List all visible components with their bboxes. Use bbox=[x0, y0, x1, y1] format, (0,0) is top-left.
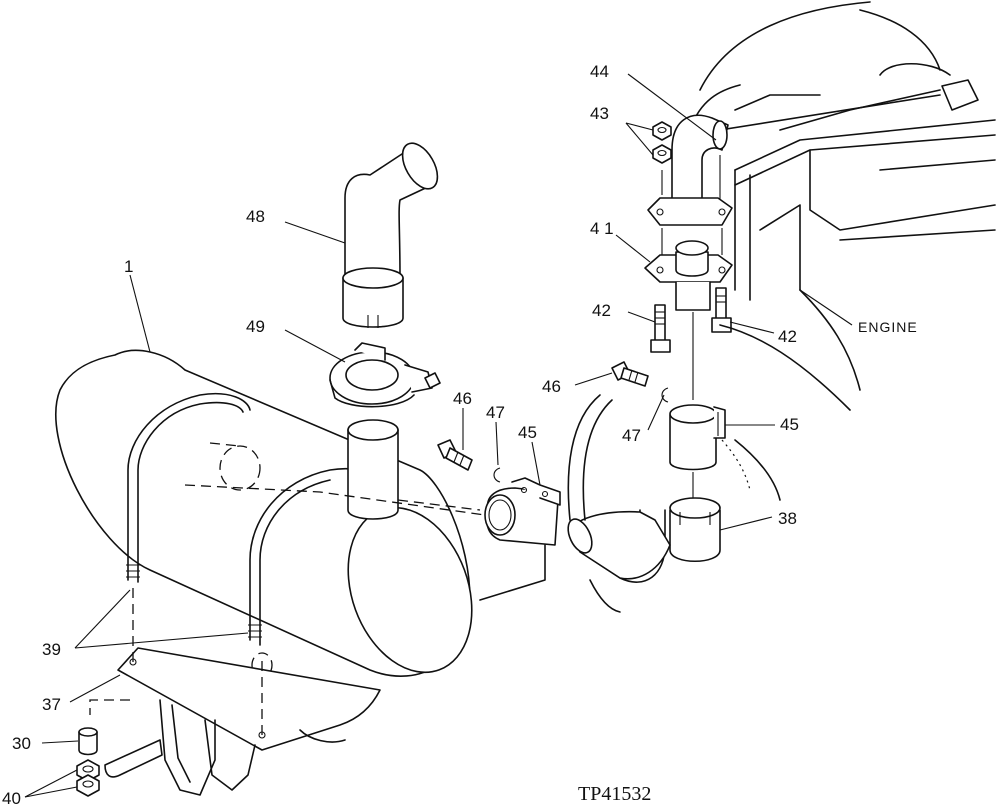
label-45-right: 45 bbox=[780, 415, 799, 434]
label-49: 49 bbox=[246, 317, 265, 336]
label-46-right: 46 bbox=[542, 377, 561, 396]
label-42-right: 42 bbox=[778, 327, 797, 346]
label-1: 1 bbox=[124, 257, 133, 276]
muffler-1 bbox=[55, 349, 546, 678]
label-37: 37 bbox=[42, 695, 61, 714]
clamp-45-right bbox=[669, 404, 726, 471]
label-40: 40 bbox=[2, 789, 21, 808]
ring-47-left bbox=[493, 467, 501, 483]
exhaust-stack-48 bbox=[342, 142, 439, 328]
label-43: 43 bbox=[590, 104, 609, 123]
part-labels: 1 48 49 46 47 45 46 47 44 43 4 1 42 42 E… bbox=[2, 62, 918, 808]
label-38: 38 bbox=[778, 509, 797, 528]
bolt-46-right bbox=[611, 361, 649, 387]
label-45-left: 45 bbox=[518, 423, 537, 442]
figure-reference: TP41532 bbox=[578, 783, 651, 805]
label-47-left: 47 bbox=[486, 403, 505, 422]
label-39: 39 bbox=[42, 640, 61, 659]
label-46-left: 46 bbox=[453, 389, 472, 408]
label-41: 4 1 bbox=[590, 219, 614, 238]
clamp-49 bbox=[329, 342, 441, 408]
gasket-41 bbox=[644, 240, 733, 311]
leader-lines bbox=[24, 73, 853, 798]
engine-block bbox=[689, 1, 996, 391]
ring-47-right bbox=[661, 387, 669, 403]
label-48: 48 bbox=[246, 207, 265, 226]
nuts-43 bbox=[652, 121, 721, 200]
label-47-right: 47 bbox=[622, 426, 641, 445]
nuts-40 bbox=[76, 759, 100, 797]
clamp-45-left bbox=[484, 477, 561, 546]
bracket-37 bbox=[89, 585, 381, 796]
flange-upper bbox=[647, 197, 733, 226]
label-44: 44 bbox=[590, 62, 609, 81]
label-42-left: 42 bbox=[592, 301, 611, 320]
label-30: 30 bbox=[12, 734, 31, 753]
spacer-30 bbox=[78, 727, 98, 756]
elbow-pipe-38 bbox=[567, 497, 721, 583]
label-engine: ENGINE bbox=[858, 319, 918, 335]
bolt-46-left bbox=[437, 439, 473, 471]
